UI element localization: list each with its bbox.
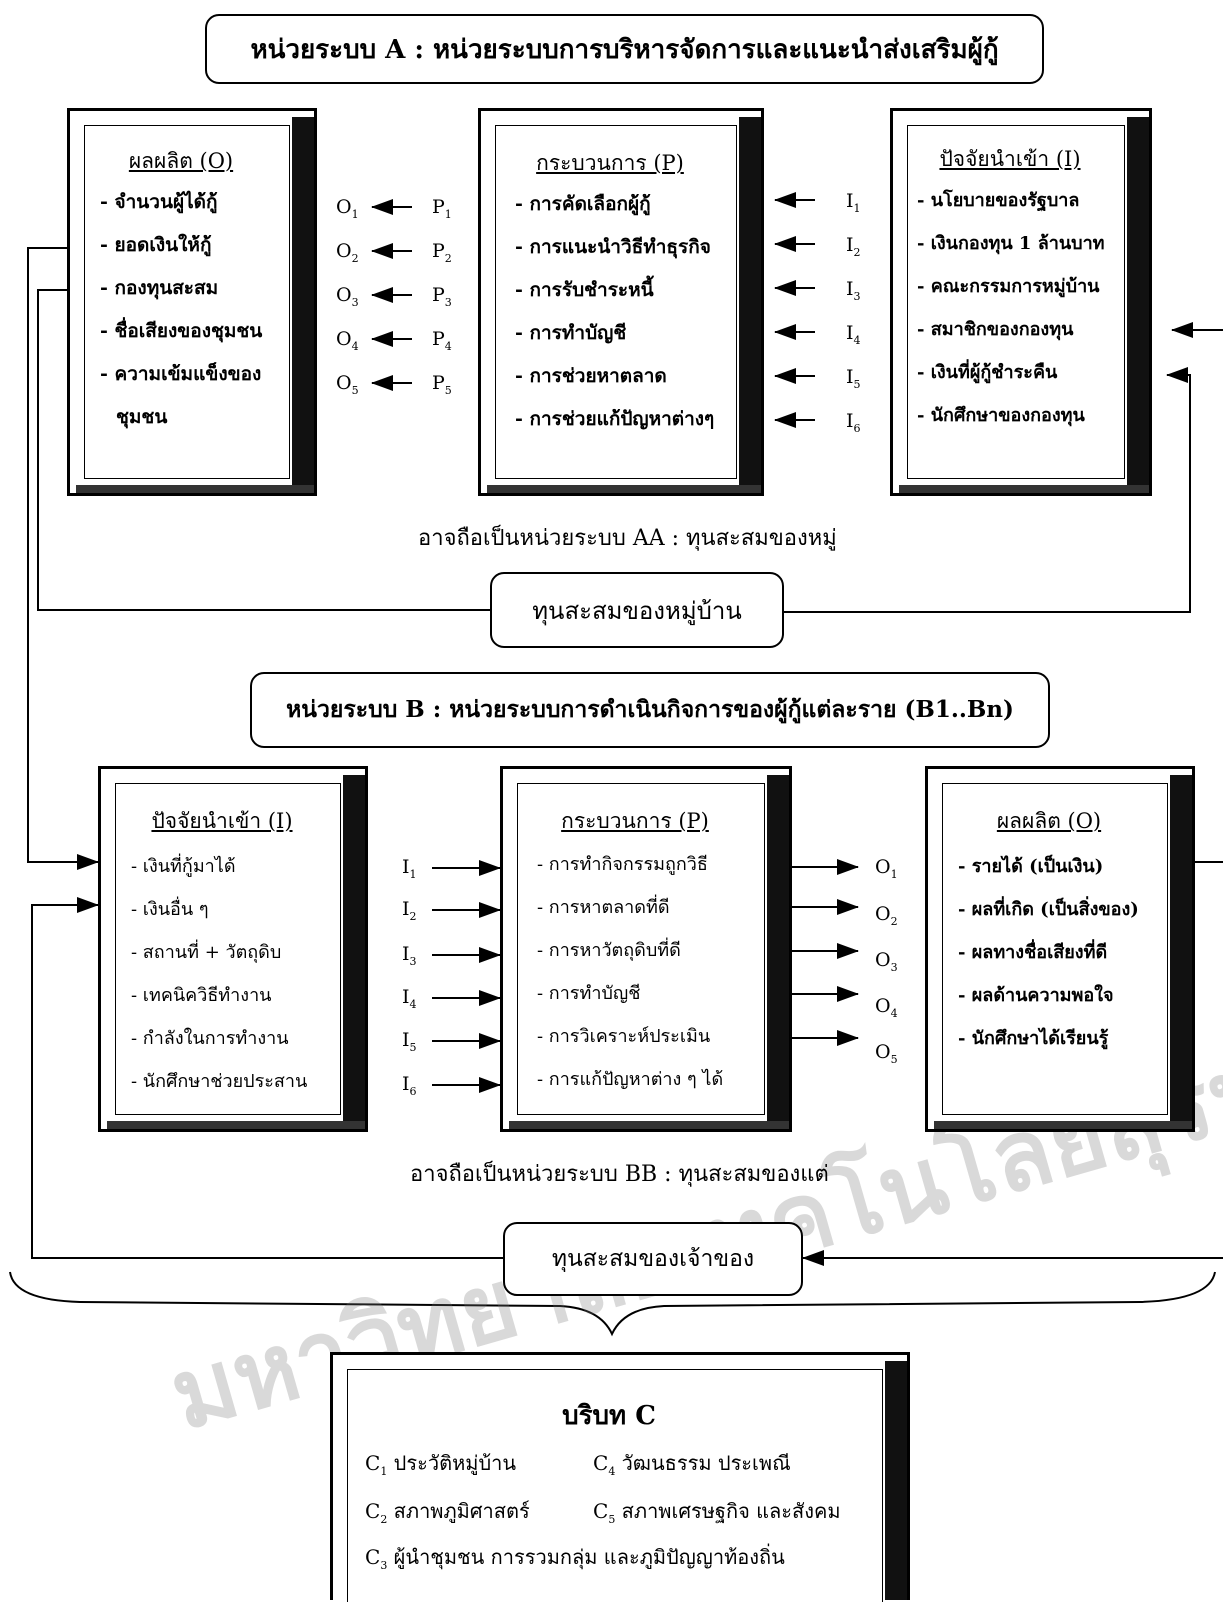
context-c-title: บริบท C xyxy=(562,1401,656,1431)
system-a-process-title: กระบวนการ (P) xyxy=(536,151,684,175)
system-a-input-title: ปัจจัยนำเข้า (I) xyxy=(939,147,1081,171)
system-a-output-box: ผลผลิต (O) - จำนวนผู้ได้กู้ - ยอดเงินให้… xyxy=(67,108,317,496)
village-capital-label: ทุนสะสมของหมู่บ้าน xyxy=(532,596,742,625)
list-item: - นักศึกษาของกองทุน xyxy=(917,405,1085,426)
system-b-process-title: กระบวนการ (P) xyxy=(561,809,709,833)
list-item: - จำนวนผู้ได้กู้ xyxy=(100,191,218,213)
list-item: - การวิเคราะห์ประเมิน xyxy=(537,1026,711,1047)
list-item: - การทำบัญชี xyxy=(515,322,627,344)
system-b-input-box: ปัจจัยนำเข้า (I) - เงินที่กู้มาได้ - เงิ… xyxy=(98,766,368,1132)
context-c2: C2 สภาพภูมิศาสตร์ xyxy=(365,1499,530,1526)
list-item: - การแนะนำวิธีทำธุรกิจ xyxy=(515,236,711,258)
list-item: - เงินอื่น ๆ xyxy=(131,899,209,920)
system-a-title-box: หน่วยระบบ A : หน่วยระบบการบริหารจัดการแล… xyxy=(205,14,1044,84)
list-item: - การรับชำระหนี้ xyxy=(515,279,654,301)
list-item: - สถานที่ + วัตถุดิบ xyxy=(131,942,282,963)
list-item: - การช่วยแก้ปัญหาต่างๆ xyxy=(515,408,715,430)
list-item: - ผลที่เกิด (เป็นสิ่งของ) xyxy=(958,899,1139,920)
owner-capital-label: ทุนสะสมของเจ้าของ xyxy=(551,1246,755,1272)
list-item: - รายได้ (เป็นเงิน) xyxy=(958,856,1104,877)
system-b-title: หน่วยระบบ B : หน่วยระบบการดำเนินกิจการขอ… xyxy=(286,696,1014,723)
list-item: - กำลังในการทำงาน xyxy=(131,1028,289,1049)
list-item: - เงินที่ผู้กู้ชำระคืน xyxy=(917,362,1058,383)
list-item: - นโยบายของรัฐบาล xyxy=(917,190,1080,211)
list-item: - การทำกิจกรรมถูกวิธี xyxy=(537,854,708,875)
system-b-output-box: ผลผลิต (O) - รายได้ (เป็นเงิน) - ผลที่เก… xyxy=(925,766,1195,1132)
system-aa-caption: อาจถือเป็นหน่วยระบบ AA : ทุนสะสมของหมู่ xyxy=(418,526,837,551)
context-c1: C1 ประวัติหมู่บ้าน xyxy=(365,1451,517,1478)
list-item: - ชื่อเสียงของชุมชน xyxy=(100,320,263,342)
context-c4: C4 วัฒนธรรม ประเพณี xyxy=(593,1451,791,1478)
list-item: - เงินกองทุน 1 ล้านบาท xyxy=(917,233,1105,254)
list-item: - ผลด้านความพอใจ xyxy=(958,985,1114,1006)
context-c-box: บริบท C C1 ประวัติหมู่บ้าน C4 วัฒนธรรม ป… xyxy=(330,1352,910,1602)
system-a-input-box: ปัจจัยนำเข้า (I) - นโยบายของรัฐบาล - เงิ… xyxy=(890,108,1152,496)
list-item: - ผลทางชื่อเสียงที่ดี xyxy=(958,942,1108,963)
list-item: - กองทุนสะสม xyxy=(100,277,219,299)
system-b-output-title: ผลผลิต (O) xyxy=(996,809,1102,833)
list-item: - สมาชิกของกองทุน xyxy=(917,319,1074,340)
list-item: ชุมชน xyxy=(116,406,168,428)
list-item: - เทคนิควิธีทำงาน xyxy=(131,985,272,1006)
list-item: - ความเข้มแข็งของ xyxy=(100,363,262,385)
village-capital-box: ทุนสะสมของหมู่บ้าน xyxy=(490,572,784,648)
list-item: - การช่วยหาตลาด xyxy=(515,365,667,387)
list-item: - การแก้ปัญหาต่าง ๆ ได้ xyxy=(537,1069,724,1090)
system-a-output-title: ผลผลิต (O) xyxy=(128,149,234,173)
list-item: - การคัดเลือกผู้กู้ xyxy=(515,193,651,215)
list-item: - การหาวัตถุดิบที่ดี xyxy=(537,940,681,961)
system-bb-caption: อาจถือเป็นหน่วยระบบ BB : ทุนสะสมของแต่ xyxy=(410,1162,829,1187)
system-a-process-box: กระบวนการ (P) - การคัดเลือกผู้กู้ - การแ… xyxy=(478,108,764,496)
list-item: - นักศึกษาช่วยประสาน xyxy=(131,1071,308,1092)
list-item: - การทำบัญชี xyxy=(537,983,641,1004)
list-item: - นักศึกษาได้เรียนรู้ xyxy=(958,1028,1109,1049)
system-b-title-box: หน่วยระบบ B : หน่วยระบบการดำเนินกิจการขอ… xyxy=(250,672,1050,748)
list-item: - ยอดเงินให้กู้ xyxy=(100,234,212,256)
system-b-input-title: ปัจจัยนำเข้า (I) xyxy=(151,809,293,833)
context-c5: C5 สภาพเศรษฐกิจ และสังคม xyxy=(593,1499,841,1526)
list-item: - คณะกรรมการหมู่บ้าน xyxy=(917,276,1100,297)
owner-capital-box: ทุนสะสมของเจ้าของ xyxy=(503,1222,803,1296)
system-a-title: หน่วยระบบ A : หน่วยระบบการบริหารจัดการแล… xyxy=(250,34,999,65)
list-item: - การหาตลาดที่ดี xyxy=(537,897,670,918)
list-item: - เงินที่กู้มาได้ xyxy=(131,856,236,877)
context-c3: C3 ผู้นำชุมชน การรวมกลุ่ม และภูมิปัญญาท้… xyxy=(365,1545,785,1572)
system-b-process-box: กระบวนการ (P) - การทำกิจกรรมถูกวิธี - กา… xyxy=(500,766,792,1132)
